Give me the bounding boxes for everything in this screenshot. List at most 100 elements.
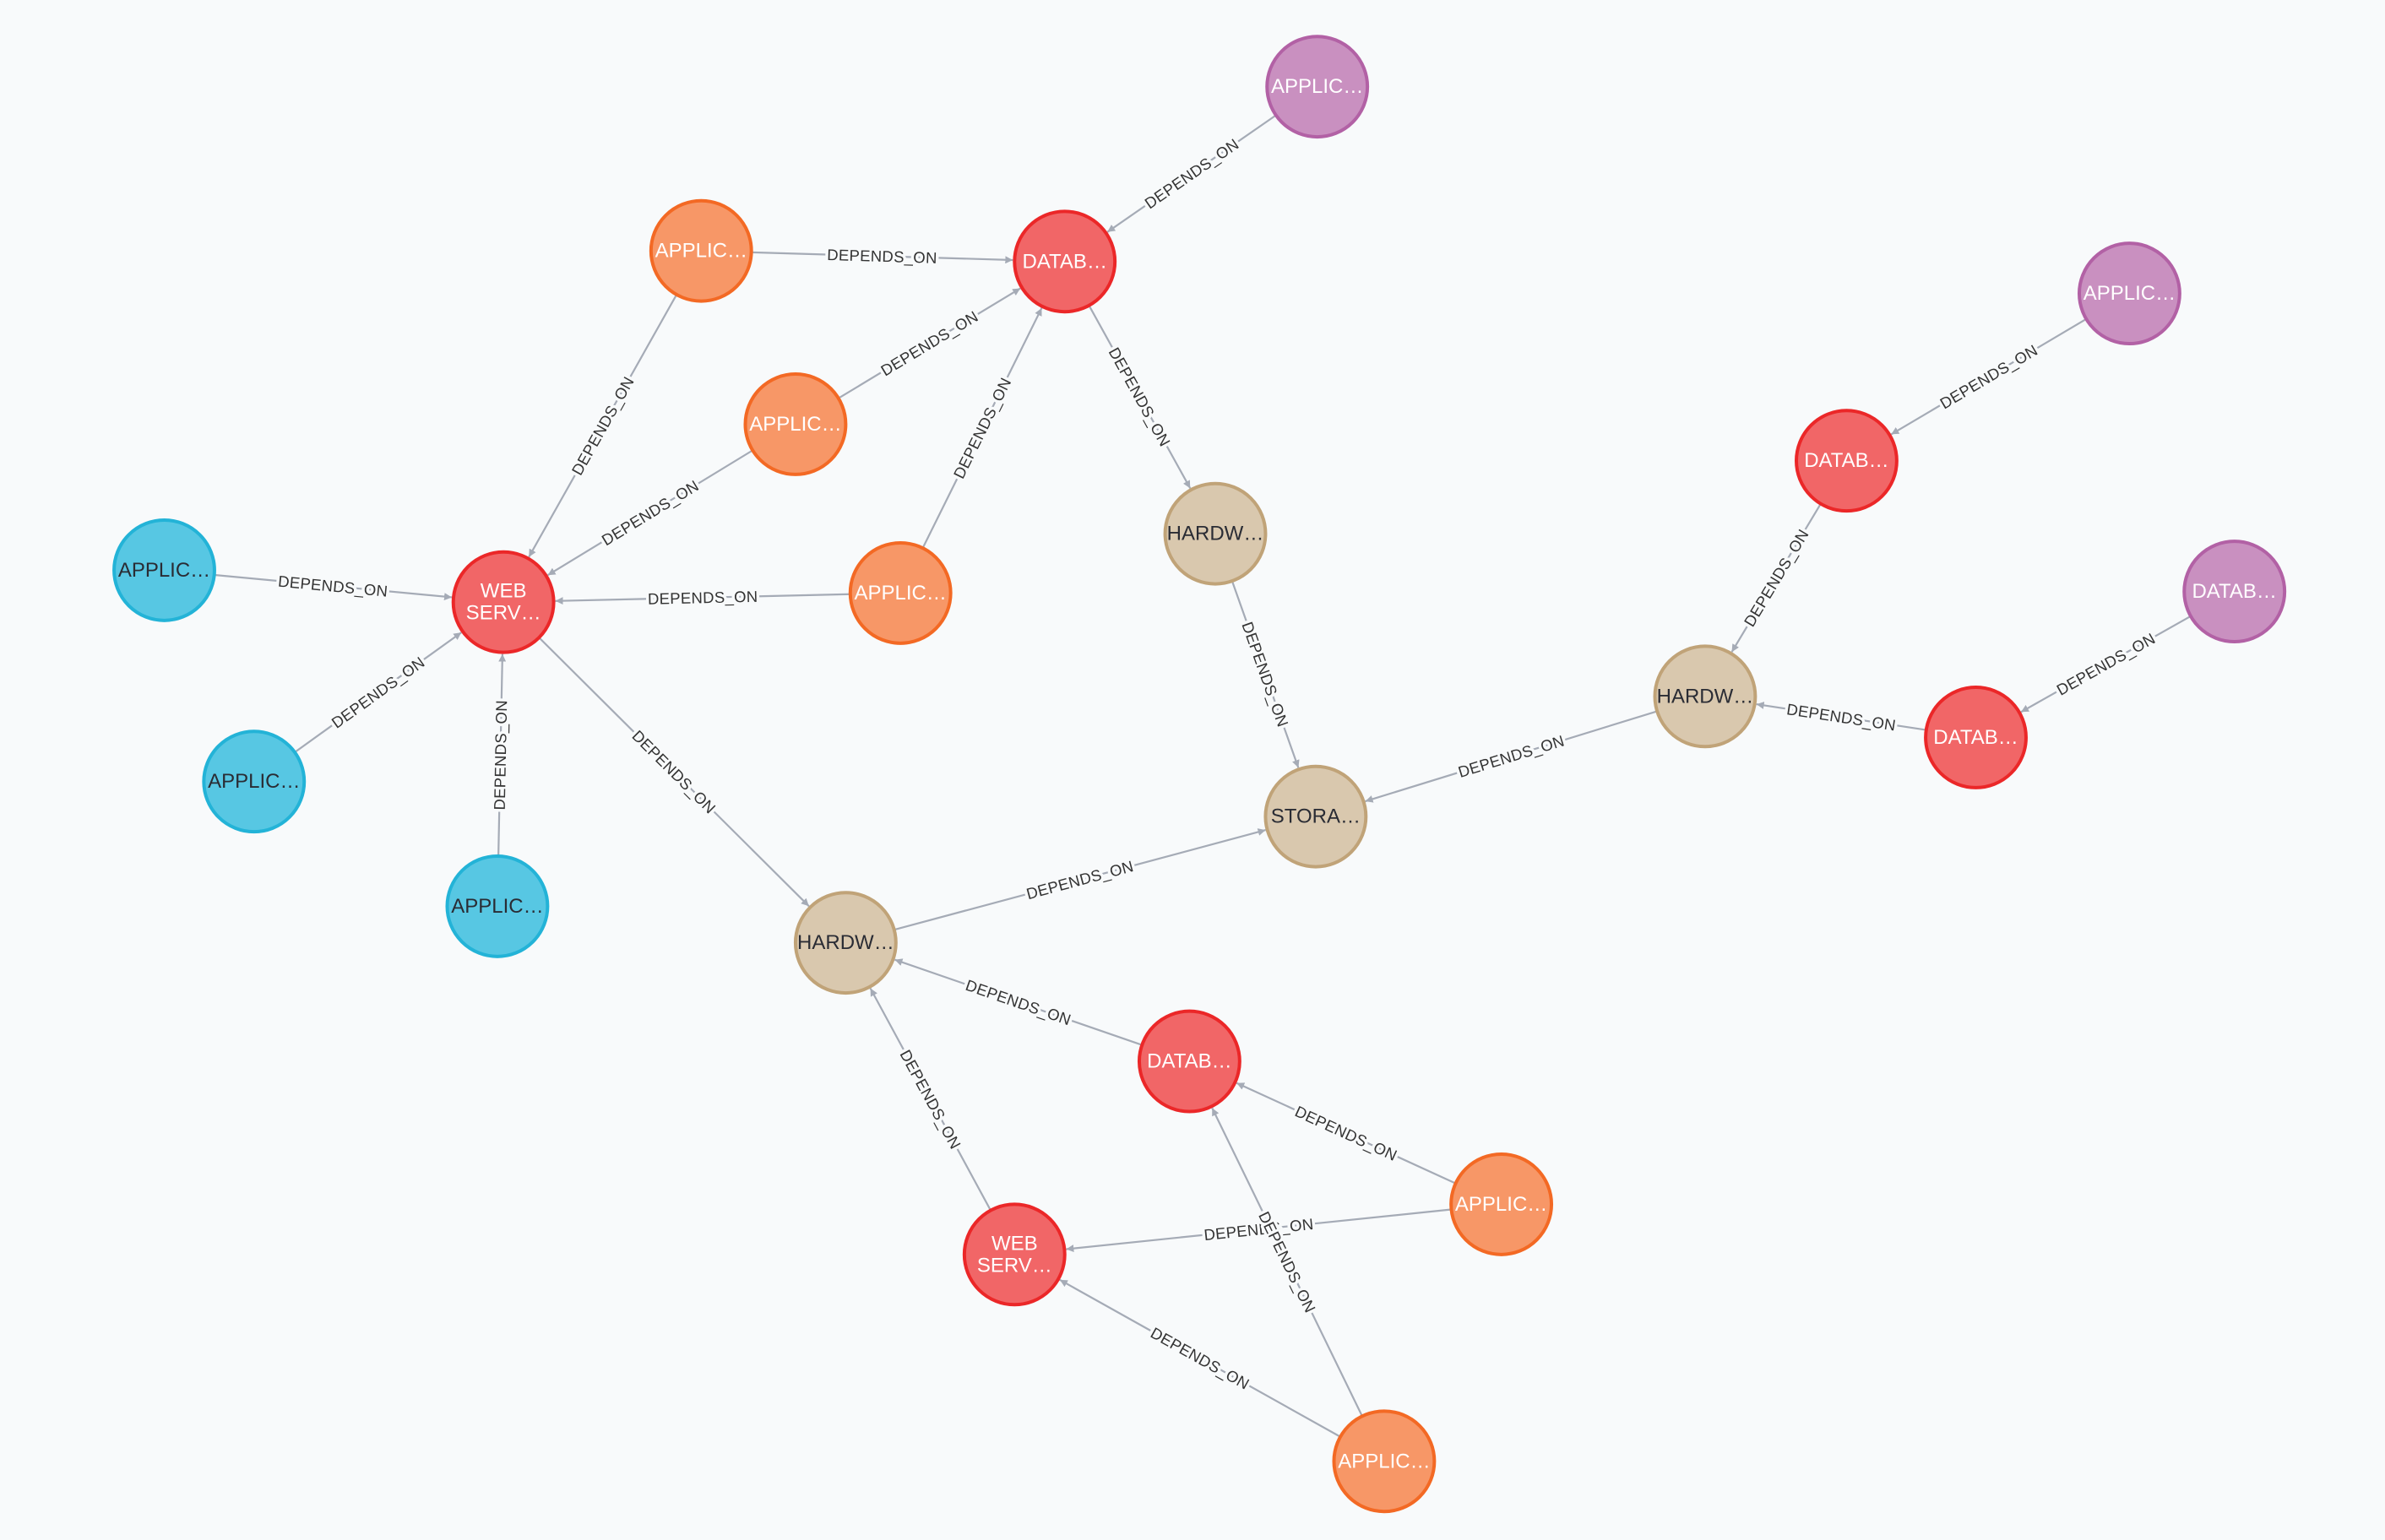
node-circle[interactable] (202, 729, 307, 834)
node-circle[interactable] (1449, 1152, 1554, 1256)
node-db_right_purple[interactable]: DATAB… (2182, 540, 2287, 644)
node-app_orange_2[interactable]: APPLIC… (743, 372, 848, 476)
node-circle[interactable] (2182, 540, 2287, 644)
relationship-label: DEPENDS_ON (963, 976, 1073, 1029)
relationship-line[interactable] (1059, 1278, 1341, 1438)
node-circle[interactable] (1332, 1409, 1437, 1514)
node-circle[interactable] (848, 540, 953, 645)
relationship-label: DEPENDS_ON (2054, 629, 2159, 699)
node-app_cyan_1[interactable]: APPLIC… (112, 518, 216, 622)
relationship-line[interactable] (538, 637, 810, 908)
node-web_server_2[interactable]: WEBSERV… (962, 1202, 1067, 1307)
relationships-layer: DEPENDS_ONDEPENDS_ONDEPENDS_ONDEPENDS_ON… (214, 114, 2192, 1438)
relationship-app_top_purple-to-db_top[interactable]: DEPENDS_ON (1106, 114, 1277, 233)
node-app_right_purple[interactable]: APPLIC… (2077, 241, 2181, 346)
node-db_right_1[interactable]: DATAB… (1795, 409, 1899, 513)
relationship-line[interactable] (1066, 1208, 1452, 1253)
node-circle[interactable] (1265, 35, 1370, 139)
node-storage[interactable]: STORA… (1263, 764, 1368, 869)
node-circle[interactable] (1163, 481, 1268, 586)
relationship-label: DEPENDS_ON (599, 476, 703, 550)
relationship-app_orange_1-to-db_top[interactable]: DEPENDS_ON (751, 243, 1013, 270)
relationship-hw_mid-to-storage[interactable]: DEPENDS_ON (894, 828, 1266, 931)
relationship-line[interactable] (1106, 114, 1277, 233)
relationship-web_server_1-to-hw_mid[interactable]: DEPENDS_ON (538, 637, 810, 908)
relationship-label: DEPENDS_ON (1105, 344, 1174, 450)
relationship-app_cyan_2-to-web_server_1[interactable]: DEPENDS_ON (294, 632, 462, 753)
relationship-label: DEPENDS_ON (648, 588, 758, 609)
relationship-line[interactable] (497, 653, 507, 857)
node-circle[interactable] (649, 198, 753, 303)
relationship-label: DEPENDS_ON (1937, 341, 2041, 413)
node-db_right_2[interactable]: DATAB… (1924, 686, 2028, 789)
relationship-app_orange_4-to-db_bottom[interactable]: DEPENDS_ON (1236, 1082, 1457, 1185)
relationship-label: DEPENDS_ON (491, 700, 512, 811)
node-app_orange_3[interactable]: APPLIC… (848, 540, 953, 645)
node-circle[interactable] (1795, 409, 1899, 513)
relationship-app_orange_3-to-web_server_1[interactable]: DEPENDS_ON (555, 584, 850, 611)
relationship-line[interactable] (894, 828, 1266, 931)
node-circle[interactable] (112, 518, 216, 622)
node-app_orange_1[interactable]: APPLIC… (649, 198, 753, 303)
relationship-line[interactable] (869, 988, 991, 1212)
relationship-app_orange_2-to-db_top[interactable]: DEPENDS_ON (838, 287, 1021, 399)
relationship-app_cyan_3-to-web_server_1[interactable]: DEPENDS_ON (487, 653, 514, 857)
relationship-db_bottom-to-hw_mid[interactable]: DEPENDS_ON (894, 958, 1143, 1046)
relationship-line[interactable] (528, 294, 678, 558)
node-app_cyan_3[interactable]: APPLIC… (445, 854, 550, 958)
relationship-line[interactable] (1756, 701, 1926, 731)
relationship-label: DEPENDS_ON (877, 307, 981, 380)
relationship-line[interactable] (1730, 503, 1822, 653)
relationship-line[interactable] (1890, 317, 2087, 436)
relationship-line[interactable] (555, 593, 850, 605)
relationship-web_server_2-to-hw_mid[interactable]: DEPENDS_ON (869, 988, 991, 1212)
node-circle[interactable] (793, 891, 898, 995)
node-circle[interactable] (1137, 1009, 1241, 1114)
node-app_orange_5[interactable]: APPLIC… (1332, 1409, 1437, 1514)
relationship-line[interactable] (1211, 1107, 1363, 1417)
relationship-line[interactable] (1231, 580, 1300, 768)
node-circle[interactable] (1013, 209, 1117, 314)
node-circle[interactable] (1653, 644, 1758, 749)
node-circle[interactable] (743, 372, 848, 476)
relationship-label: DEPENDS_ON (628, 727, 720, 818)
node-circle[interactable] (2077, 241, 2181, 346)
node-db_bottom[interactable]: DATAB… (1137, 1009, 1241, 1114)
node-circle[interactable] (962, 1202, 1067, 1307)
node-hw_right[interactable]: HARDW… (1653, 644, 1758, 749)
relationship-db_right_2-to-hw_right[interactable]: DEPENDS_ON (1756, 697, 1926, 738)
node-circle[interactable] (1924, 686, 2028, 789)
node-hw_mid[interactable]: HARDW… (793, 891, 898, 995)
relationship-db_right_1-to-hw_right[interactable]: DEPENDS_ON (1730, 503, 1822, 653)
node-hw_top[interactable]: HARDW… (1163, 481, 1268, 586)
relationship-line[interactable] (294, 632, 462, 753)
relationship-line[interactable] (751, 251, 1013, 264)
relationship-line[interactable] (838, 287, 1021, 399)
node-app_cyan_2[interactable]: APPLIC… (202, 729, 307, 834)
node-app_top_purple[interactable]: APPLIC… (1265, 35, 1370, 139)
relationship-line[interactable] (1236, 1082, 1457, 1185)
relationship-app_cyan_1-to-web_server_1[interactable]: DEPENDS_ON (214, 569, 453, 604)
relationship-app_right_purple-to-db_right_1[interactable]: DEPENDS_ON (1890, 317, 2087, 436)
relationship-label: DEPENDS_ON (896, 1047, 964, 1152)
relationship-line[interactable] (214, 573, 453, 601)
relationship-label: DEPENDS_ON (950, 375, 1016, 482)
node-circle[interactable] (1263, 764, 1368, 869)
node-circle[interactable] (445, 854, 550, 958)
node-db_top[interactable]: DATAB… (1013, 209, 1117, 314)
relationship-line[interactable] (2020, 615, 2192, 713)
node-circle[interactable] (451, 550, 556, 654)
relationship-db_top-to-hw_top[interactable]: DEPENDS_ON (1088, 305, 1192, 489)
relationship-db_right_purple-to-db_right_2[interactable]: DEPENDS_ON (2020, 615, 2192, 713)
relationship-hw_right-to-storage[interactable]: DEPENDS_ON (1365, 710, 1658, 803)
relationship-line[interactable] (894, 958, 1143, 1046)
relationship-line[interactable] (547, 449, 753, 577)
node-app_orange_4[interactable]: APPLIC… (1449, 1152, 1554, 1256)
relationship-line[interactable] (1088, 305, 1192, 489)
relationship-line[interactable] (921, 307, 1043, 549)
relationship-hw_top-to-storage[interactable]: DEPENDS_ON (1231, 580, 1300, 768)
node-web_server_1[interactable]: WEBSERV… (451, 550, 556, 654)
relationship-label: DEPENDS_ON (568, 373, 638, 479)
relationship-line[interactable] (1365, 710, 1658, 803)
